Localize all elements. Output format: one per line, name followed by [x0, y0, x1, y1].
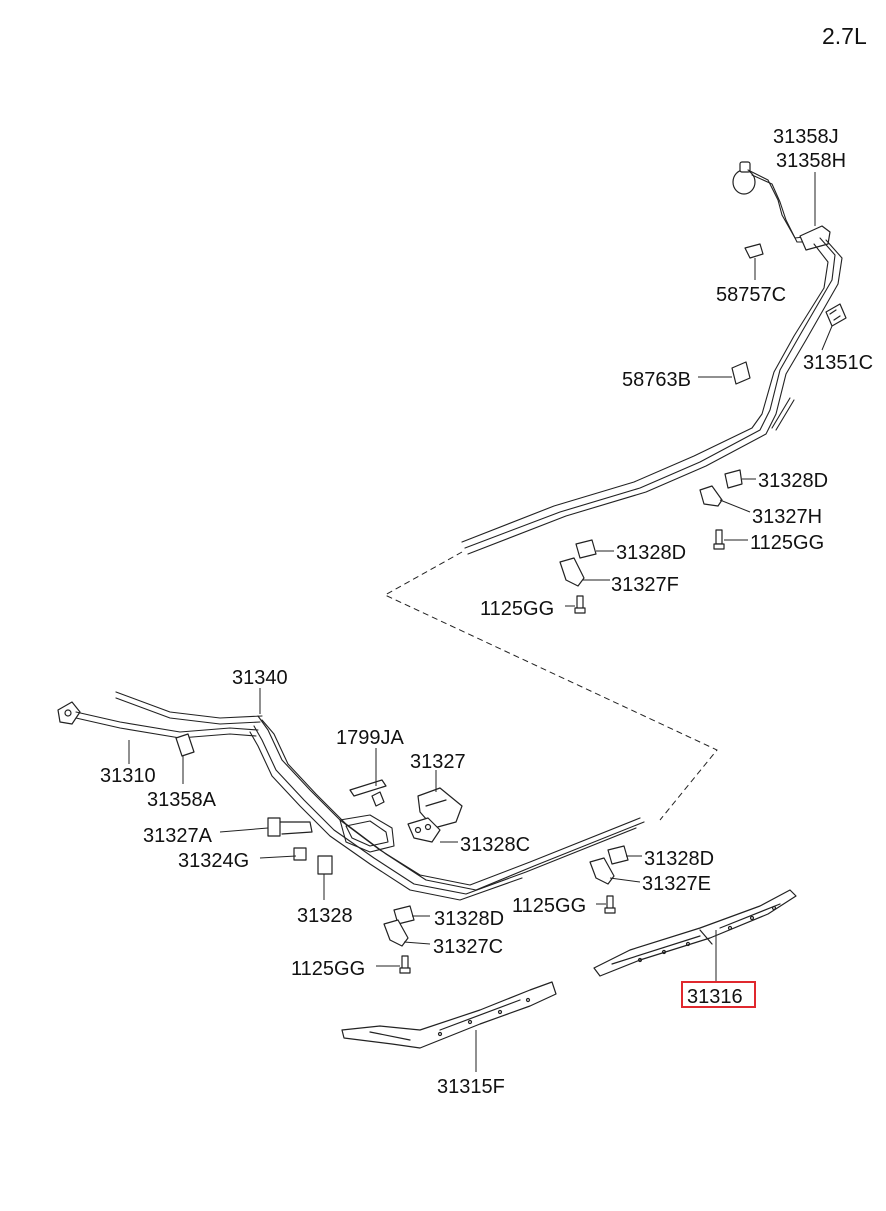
bracket-31327H-icon	[699, 485, 723, 507]
clip-31324G-icon	[293, 847, 307, 861]
engine-label: 2.7L	[822, 23, 867, 49]
callout-31328D-c: 31328D	[644, 848, 714, 870]
clip-58757C-icon	[744, 243, 764, 259]
protector-31315F-icon	[341, 981, 557, 1049]
callout-31327C: 31327C	[433, 936, 503, 958]
protector-31316-icon	[593, 889, 797, 977]
tube-coil-icon	[339, 814, 395, 853]
clip-31328C-icon	[407, 817, 441, 843]
callout-1125GG-b: 1125GG	[480, 598, 554, 620]
callout-58763B: 58763B	[622, 369, 691, 391]
callout-31328D-b: 31328D	[616, 542, 686, 564]
callout-31358A: 31358A	[147, 789, 217, 811]
callout-31358H: 31358H	[776, 150, 846, 172]
clip-58763B-icon	[731, 361, 751, 385]
clip-31351C-icon	[825, 303, 847, 327]
callout-31327E: 31327E	[642, 873, 711, 895]
callout-31327F: 31327F	[611, 574, 679, 596]
clip-31328D-b-icon	[575, 539, 597, 559]
bracket-31327E-icon	[589, 857, 615, 885]
upper-fuel-tubes	[461, 161, 843, 555]
clip-31328-icon	[317, 855, 333, 875]
bolt-1125GG-d-icon	[399, 955, 411, 974]
callout-58757C: 58757C	[716, 284, 786, 306]
clip-31328D-d-icon	[393, 905, 415, 925]
clip-31358A-icon	[175, 733, 195, 757]
lower-fuel-tubes	[57, 691, 645, 901]
callout-31310: 31310	[100, 765, 156, 787]
callout-31315F: 31315F	[437, 1076, 505, 1098]
protector-31327-icon	[417, 787, 463, 829]
callout-31327A: 31327A	[143, 825, 213, 847]
clip-31328D-a-icon	[724, 469, 743, 489]
clip-31328D-c-icon	[607, 845, 629, 865]
callout-1125GG-c: 1125GG	[512, 895, 586, 917]
bolt-1125GG-b-icon	[574, 595, 586, 614]
callout-1125GG-d: 1125GG	[291, 958, 365, 980]
continuation-line	[383, 551, 718, 821]
junction-block-icon	[799, 225, 831, 251]
callout-31316[interactable]: 31316	[687, 986, 743, 1008]
callout-31327: 31327	[410, 751, 466, 773]
callout-1125GG-a: 1125GG	[750, 532, 824, 554]
callout-31328D-d: 31328D	[434, 908, 504, 930]
callout-31328: 31328	[297, 905, 353, 927]
callout-31358J: 31358J	[773, 126, 839, 148]
callout-31324G: 31324G	[178, 850, 249, 872]
callout-31340: 31340	[232, 667, 288, 689]
bracket-31327A-icon	[267, 817, 313, 837]
callout-31327H: 31327H	[752, 506, 822, 528]
bracket-31327F-icon	[559, 557, 585, 587]
clip-1799JA-icon	[349, 779, 387, 807]
bolt-1125GG-c-icon	[604, 895, 616, 914]
tube-connector-icon	[732, 169, 756, 195]
callout-31328C: 31328C	[460, 834, 530, 856]
callout-1799JA: 1799JA	[336, 727, 404, 749]
callout-31351C: 31351C	[803, 352, 873, 374]
bolt-1125GG-a-icon	[713, 529, 725, 550]
callout-31328D-a: 31328D	[758, 470, 828, 492]
highlight-box	[681, 981, 756, 1008]
